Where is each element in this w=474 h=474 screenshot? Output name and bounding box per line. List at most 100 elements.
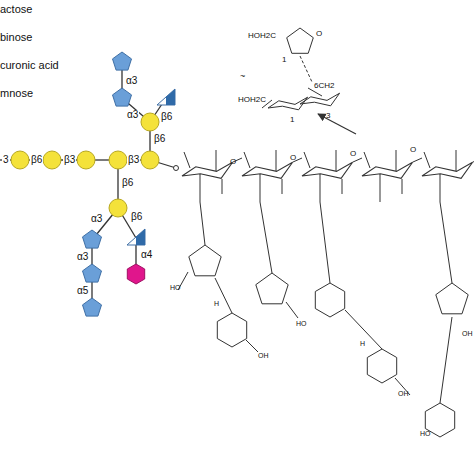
atom-label: H — [214, 300, 219, 307]
linkage-label: α3 — [125, 76, 138, 86]
atom-label: HOH2C — [238, 96, 266, 104]
linkage-label: α4 — [140, 250, 153, 260]
substituent-bond — [260, 174, 261, 202]
substituent-bond — [380, 174, 381, 202]
substituent-bond — [276, 150, 277, 171]
inset-furanose-ring — [287, 28, 314, 53]
atom-label: O — [410, 146, 416, 154]
substituent-bond — [304, 152, 310, 168]
galactose-circle — [141, 113, 159, 131]
pyranose-ring — [362, 162, 413, 178]
pointer-arrow — [318, 114, 356, 134]
linkage-label: α3 — [126, 110, 139, 120]
substituent-bond — [320, 174, 321, 202]
linkage-label: β6 — [30, 155, 43, 165]
atom-label: O — [290, 154, 296, 162]
legend-text: binose — [0, 32, 32, 43]
atom-label: HO — [170, 284, 181, 291]
substituent-bond — [216, 150, 217, 171]
galactose-circle — [43, 151, 61, 169]
linkage-label: β6 — [121, 178, 134, 188]
ring-bond — [413, 158, 422, 162]
legend-text: mnose — [0, 88, 33, 99]
side-ring — [315, 283, 344, 317]
side-ring — [217, 313, 246, 347]
arabinose-pentagon — [113, 88, 132, 106]
substituent-bond — [246, 340, 258, 352]
substituent-bond — [244, 152, 250, 168]
galactose-circle — [141, 151, 159, 169]
arabinose-pentagon — [83, 264, 102, 282]
side-chain-bond — [345, 310, 382, 349]
galactose-circle — [77, 151, 95, 169]
galactose-circle — [109, 151, 127, 169]
linkage-label: β3 — [127, 155, 140, 165]
pyranose-ring — [302, 162, 353, 178]
linkage-label: β3 — [63, 155, 76, 165]
atom-label: 1 — [282, 56, 286, 64]
galactose-circle — [109, 199, 127, 217]
substituent-bond — [336, 150, 337, 171]
substituent-bond — [440, 174, 441, 202]
linkage-label: β6 — [153, 134, 166, 144]
arabinose-pentagon — [83, 298, 102, 316]
atom-label: O — [316, 30, 322, 38]
substituent-bond — [364, 152, 370, 168]
atom-label: OH — [462, 330, 473, 337]
link-oxygen — [174, 166, 179, 171]
side-chain-bond — [440, 317, 452, 403]
linkage-label: β6 — [130, 212, 143, 222]
atom-label: HO — [420, 430, 431, 437]
linkage-label: 3 — [2, 155, 10, 165]
linkage-label: α3 — [90, 214, 103, 224]
pyranose-ring — [422, 162, 473, 178]
rhamnose-triangle — [127, 229, 145, 245]
linkage-label: β6 — [160, 112, 173, 122]
substituent-bond — [200, 174, 201, 202]
legend-text: actose — [0, 4, 32, 15]
side-chain-bond — [260, 202, 272, 273]
atom-label: HO — [296, 320, 307, 327]
atom-label: O — [230, 158, 236, 166]
atom-label: 6CH2 — [314, 82, 334, 90]
atom-label: 3 — [326, 112, 330, 120]
linkage-label: α5 — [76, 286, 89, 296]
atom-label: ~ — [240, 72, 245, 81]
substituent-bond — [424, 152, 430, 168]
side-chain-bond — [200, 202, 205, 245]
ring-bond — [473, 158, 474, 162]
rhamnose-triangle-half — [136, 229, 145, 245]
rhamnose-triangle-half — [166, 89, 175, 105]
substituent-bond — [342, 179, 343, 194]
side-ring — [367, 349, 396, 383]
atom-label: O — [350, 150, 356, 158]
side-chain-bond — [320, 202, 330, 283]
arabinose-pentagon — [83, 230, 102, 248]
rhamnose-triangle — [157, 89, 175, 105]
pyranose-ring — [182, 162, 233, 178]
atom-label: 1 — [290, 116, 294, 124]
side-ring — [436, 283, 468, 314]
legend-text: curonic acid — [0, 60, 59, 71]
atom-label: HOH2C — [248, 32, 276, 40]
substituent-bond — [396, 150, 397, 171]
substituent-bond — [184, 152, 190, 168]
substituent-bond — [456, 150, 457, 171]
arabinose-pentagon — [113, 52, 132, 70]
linkage-label: α3 — [76, 252, 89, 262]
atom-label: OH — [398, 390, 409, 397]
atom-label: H — [360, 340, 365, 347]
substituent-bond — [222, 179, 223, 194]
glucuronic-acid-hexagon — [127, 264, 144, 284]
side-chain-bond — [215, 278, 232, 313]
side-ring — [256, 273, 288, 304]
inset-glycosidic-bond — [300, 56, 312, 82]
galactose-circle — [11, 151, 29, 169]
side-chain-bond — [440, 202, 452, 283]
substituent-bond — [282, 179, 283, 194]
substituent-bond — [286, 302, 298, 318]
pyranose-ring — [242, 162, 293, 178]
side-ring — [189, 245, 221, 276]
